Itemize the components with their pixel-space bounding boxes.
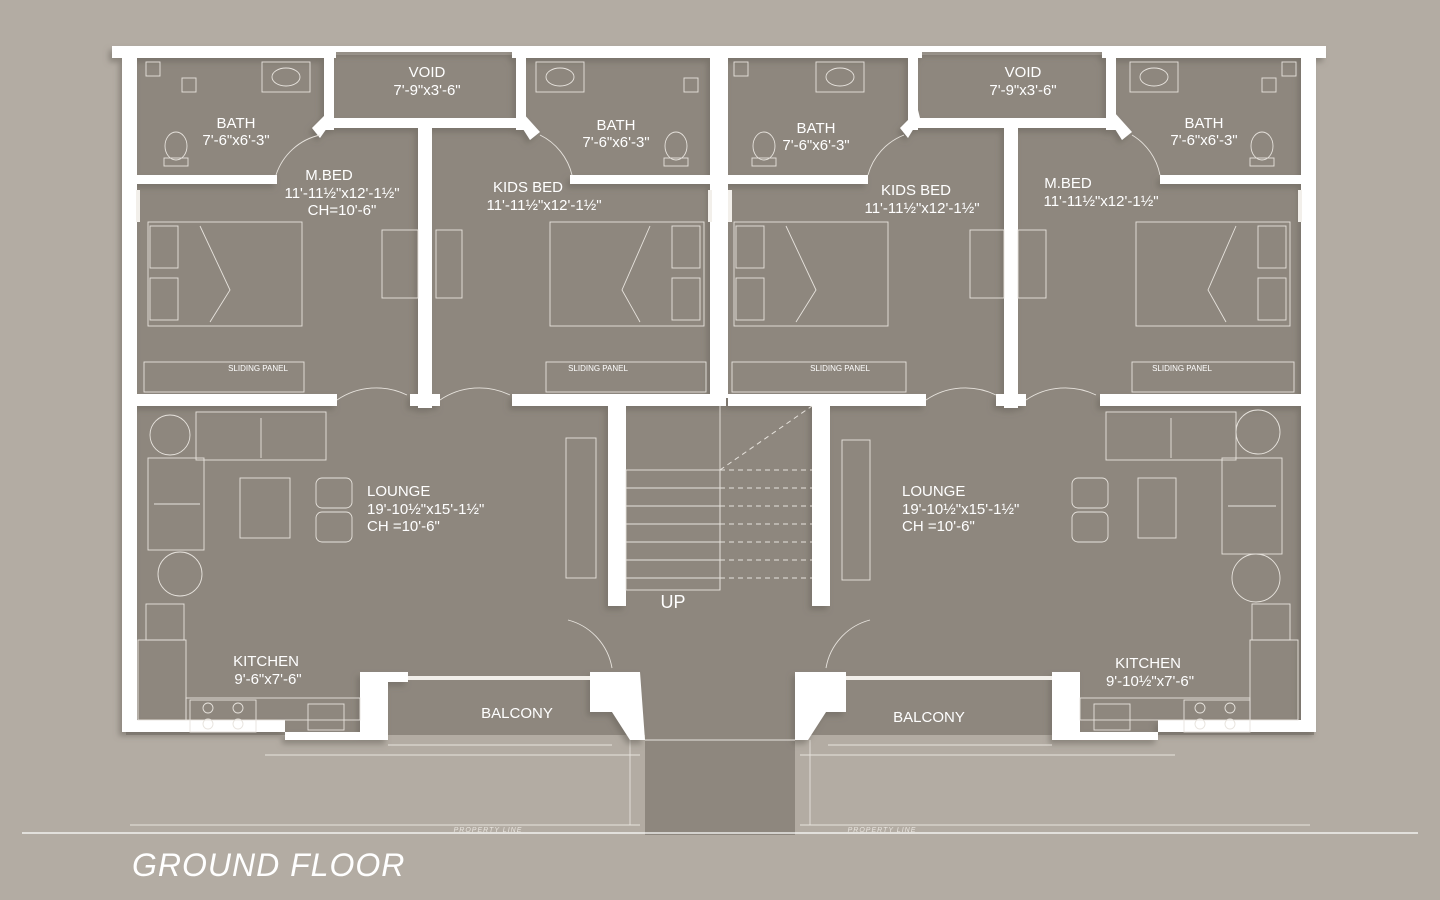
shower-icon — [1261, 61, 1297, 93]
bath-4-size: 7'-6"x6'-3" — [1170, 132, 1237, 149]
ottoman-icon — [1071, 477, 1109, 543]
stove-icon — [189, 699, 257, 733]
sink-icon — [261, 61, 311, 93]
void-right-size: 7'-9"x3'-6" — [989, 82, 1056, 99]
table-icon — [1137, 477, 1177, 539]
mbed-right-size: 11'-11½"x12'-1½" — [1043, 193, 1158, 210]
bath-fixtures — [145, 61, 1297, 167]
bed-icon — [733, 221, 889, 327]
property-line-right: PROPERTY LINE — [848, 827, 917, 834]
sliding-panel-4: SLIDING PANEL — [1152, 364, 1212, 373]
kitchen-sink-icon — [307, 703, 1131, 731]
stove-icon — [1183, 699, 1251, 733]
sink-icon — [815, 61, 865, 93]
bed-icon — [147, 221, 303, 327]
balcony-left-name: BALCONY — [481, 705, 553, 722]
bath-1-name: BATH — [217, 115, 256, 132]
sliding-panel-3: SLIDING PANEL — [810, 364, 870, 373]
shower-icon — [145, 61, 197, 93]
lounge-right-size: 19'-10½"x15'-1½" — [902, 501, 1019, 518]
toilet-icon — [1249, 131, 1275, 167]
shower-icon — [683, 61, 749, 93]
bath-1-size: 7'-6"x6'-3" — [202, 132, 269, 149]
lounge-furniture — [147, 409, 1283, 603]
sink-icon — [1129, 61, 1179, 93]
sofa-icon — [195, 411, 327, 461]
lounge-right-name: LOUNGE — [902, 483, 965, 500]
kitchen-left-name: KITCHEN — [233, 653, 299, 670]
room-labels: VOID 7'-9"x3'-6" VOID 7'-9"x3'-6" BATH 7… — [202, 64, 1237, 834]
bath-4-name: BATH — [1185, 115, 1224, 132]
kitchen-right-name: KITCHEN — [1115, 655, 1181, 672]
kids-right-name: KIDS BED — [881, 182, 951, 199]
toilet-icon — [163, 131, 189, 167]
staircase — [625, 405, 813, 591]
lounge-left-name: LOUNGE — [367, 483, 430, 500]
kitchen-left-size: 9'-6"x7'-6" — [234, 671, 301, 688]
sofa-icon — [147, 457, 205, 551]
bath-3-size: 7'-6"x6'-3" — [782, 137, 849, 154]
toilet-icon — [751, 131, 777, 167]
bath-2-name: BATH — [597, 117, 636, 134]
ottoman-icon — [315, 477, 353, 543]
bed-icon — [549, 221, 705, 327]
void-right-name: VOID — [1005, 64, 1042, 81]
balcony-rails — [388, 676, 1052, 746]
kitchen-fixtures — [137, 603, 1299, 733]
void-left-name: VOID — [409, 64, 446, 81]
property-line-drawing — [22, 740, 1418, 834]
tv-unit-icon — [565, 437, 871, 581]
lounge-left-ch: CH =10'-6" — [367, 518, 440, 535]
void-left-size: 7'-9"x3'-6" — [393, 82, 460, 99]
wardrobe-icon — [381, 229, 463, 299]
kids-left-name: KIDS BED — [493, 179, 563, 196]
mbed-left-ch: CH=10'-6" — [308, 202, 377, 219]
toilet-icon — [663, 131, 689, 167]
balcony-right-name: BALCONY — [893, 709, 965, 726]
sink-icon — [535, 61, 585, 93]
kids-left-size: 11'-11½"x12'-1½" — [486, 197, 601, 214]
sliding-panel-outline — [143, 361, 1295, 393]
door-swings — [275, 134, 1161, 669]
mbed-right-name: M.BED — [1044, 175, 1092, 192]
kids-right-size: 11'-11½"x12'-1½" — [864, 200, 979, 217]
property-line-left: PROPERTY LINE — [454, 827, 523, 834]
plan-title: GROUND FLOOR — [132, 847, 405, 883]
side-table-icon — [149, 414, 203, 597]
kitchen-right-size: 9'-10½"x7'-6" — [1106, 673, 1194, 690]
sliding-panel-1: SLIDING PANEL — [228, 364, 288, 373]
bath-3-name: BATH — [797, 120, 836, 137]
stair-up-label: UP — [660, 592, 685, 612]
table-icon — [239, 477, 291, 539]
sliding-panel-2: SLIDING PANEL — [568, 364, 628, 373]
mbed-left-name: M.BED — [305, 167, 353, 184]
lounge-right-ch: CH =10'-6" — [902, 518, 975, 535]
bedroom-furniture — [136, 190, 1302, 393]
side-table-icon — [1231, 409, 1281, 603]
bed-icon — [1135, 221, 1291, 327]
walls — [112, 46, 1326, 740]
wardrobe-icon — [969, 229, 1047, 299]
lounge-left-size: 19'-10½"x15'-1½" — [367, 501, 484, 518]
bath-2-size: 7'-6"x6'-3" — [582, 134, 649, 151]
mbed-left-size: 11'-11½"x12'-1½" — [284, 185, 399, 202]
